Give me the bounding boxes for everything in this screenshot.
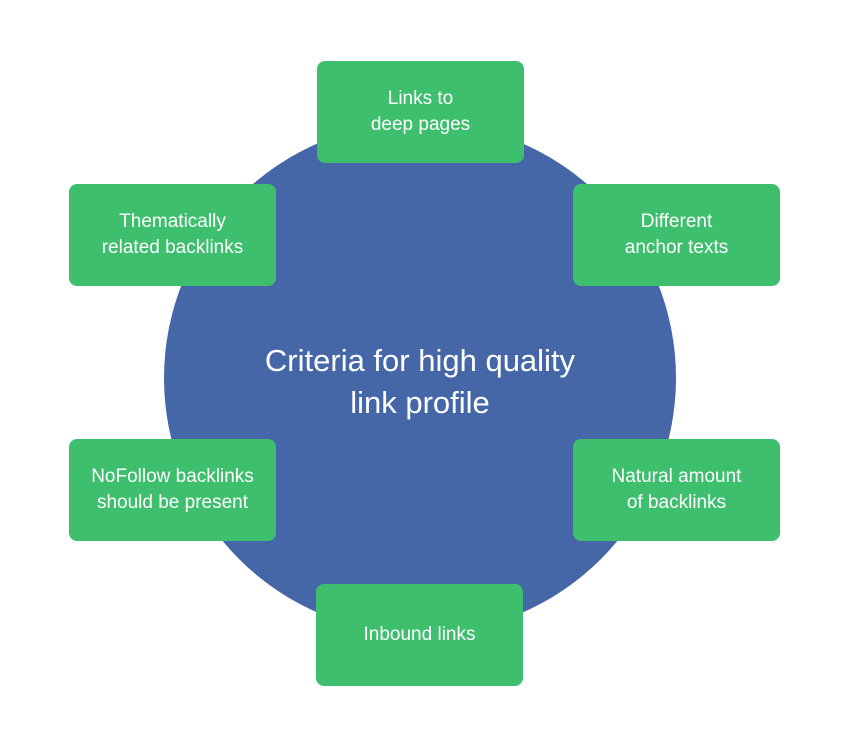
node-links-to-deep-pages: Links to deep pages xyxy=(317,61,524,163)
node-different-anchor-texts: Different anchor texts xyxy=(573,184,780,286)
node-nofollow-backlinks: NoFollow backlinks should be present xyxy=(69,439,276,541)
node-label: Inbound links xyxy=(363,624,476,645)
node-label: Natural amount of backlinks xyxy=(611,466,742,513)
node-label: Links to deep pages xyxy=(370,88,471,135)
node-label: Different anchor texts xyxy=(624,211,729,258)
node-inbound-links: Inbound links xyxy=(316,584,523,686)
central-title: Criteria for high quality link profile xyxy=(264,343,576,420)
node-label: NoFollow backlinks should be present xyxy=(91,466,254,513)
node-label: Thematically related backlinks xyxy=(101,211,244,258)
node-thematically-related-backlinks: Thematically related backlinks xyxy=(69,184,276,286)
node-natural-amount-of-backlinks: Natural amount of backlinks xyxy=(573,439,780,541)
